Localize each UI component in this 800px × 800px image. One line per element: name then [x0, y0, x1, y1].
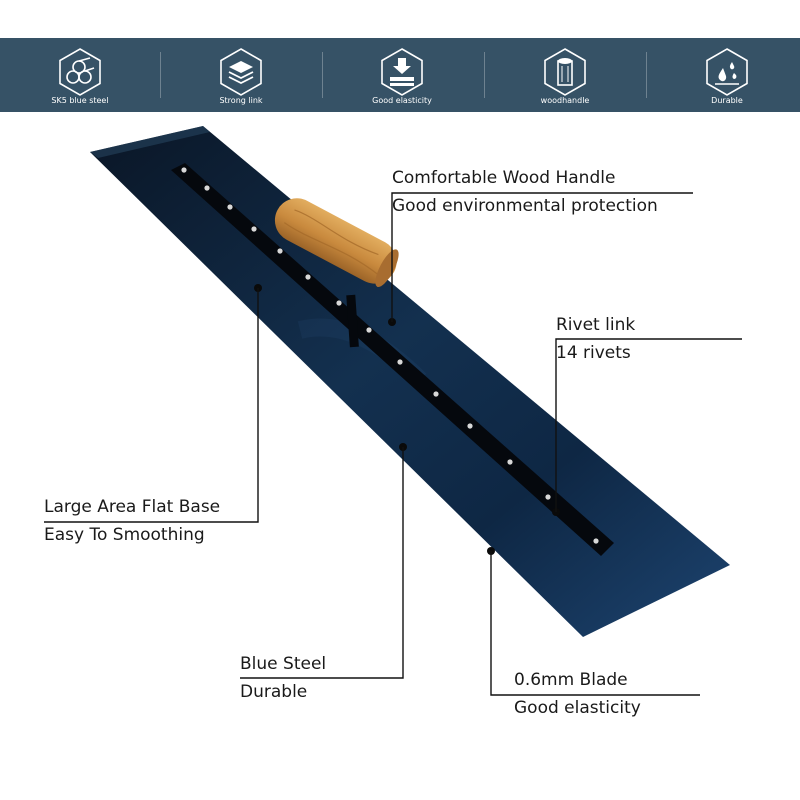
- rivets: [181, 167, 599, 544]
- droplets-icon: [706, 48, 748, 96]
- pipes-icon: [59, 48, 101, 96]
- feature-label: SK5 blue steel: [51, 96, 109, 105]
- feature-good-elasticity: Good elasticity: [342, 38, 462, 112]
- layers-icon: [220, 48, 262, 96]
- callout-subtitle: Easy To Smoothing: [44, 525, 205, 545]
- callout-title: Large Area Flat Base: [44, 497, 221, 517]
- callout-subtitle: Durable: [240, 682, 308, 702]
- feature-sk5-blue-steel: SK5 blue steel: [20, 38, 140, 112]
- wood-handle: [274, 198, 399, 287]
- callout-flat-base: Large Area Flat Base Easy To Smoothing: [44, 493, 220, 549]
- feature-durable: Durable: [667, 38, 787, 112]
- feature-label: Strong link: [219, 96, 263, 105]
- callout-title: Rivet link: [556, 315, 636, 335]
- callout-title: Blue Steel: [240, 654, 327, 674]
- feature-divider: [160, 52, 161, 98]
- feature-divider: [646, 52, 647, 98]
- feature-divider: [484, 52, 485, 98]
- callout-title: 0.6mm Blade: [514, 670, 628, 690]
- rivet-bar: [171, 163, 614, 556]
- callout-blade: 0.6mm Blade Good elasticity: [514, 666, 641, 722]
- wood-log-icon: [544, 48, 586, 96]
- callout-title: Comfortable Wood Handle: [392, 168, 616, 188]
- callout-subtitle: 14 rivets: [556, 343, 631, 363]
- feature-label: woodhandle: [540, 96, 590, 105]
- feature-woodhandle: woodhandle: [505, 38, 625, 112]
- feature-banner: SK5 blue steel Strong link Good elastici…: [0, 38, 800, 112]
- callout-wood-handle: Comfortable Wood Handle Good environment…: [392, 164, 658, 220]
- callout-rivet-link: Rivet link 14 rivets: [556, 311, 635, 367]
- feature-divider: [322, 52, 323, 98]
- callout-subtitle: Good environmental protection: [392, 196, 658, 216]
- callout-blue-steel: Blue Steel Durable: [240, 650, 326, 706]
- leader-lines: [44, 192, 742, 696]
- press-down-icon: [381, 48, 423, 96]
- feature-label: Durable: [711, 96, 743, 105]
- feature-strong-link: Strong link: [181, 38, 301, 112]
- feature-label: Good elasticity: [372, 96, 432, 105]
- callout-subtitle: Good elasticity: [514, 698, 641, 718]
